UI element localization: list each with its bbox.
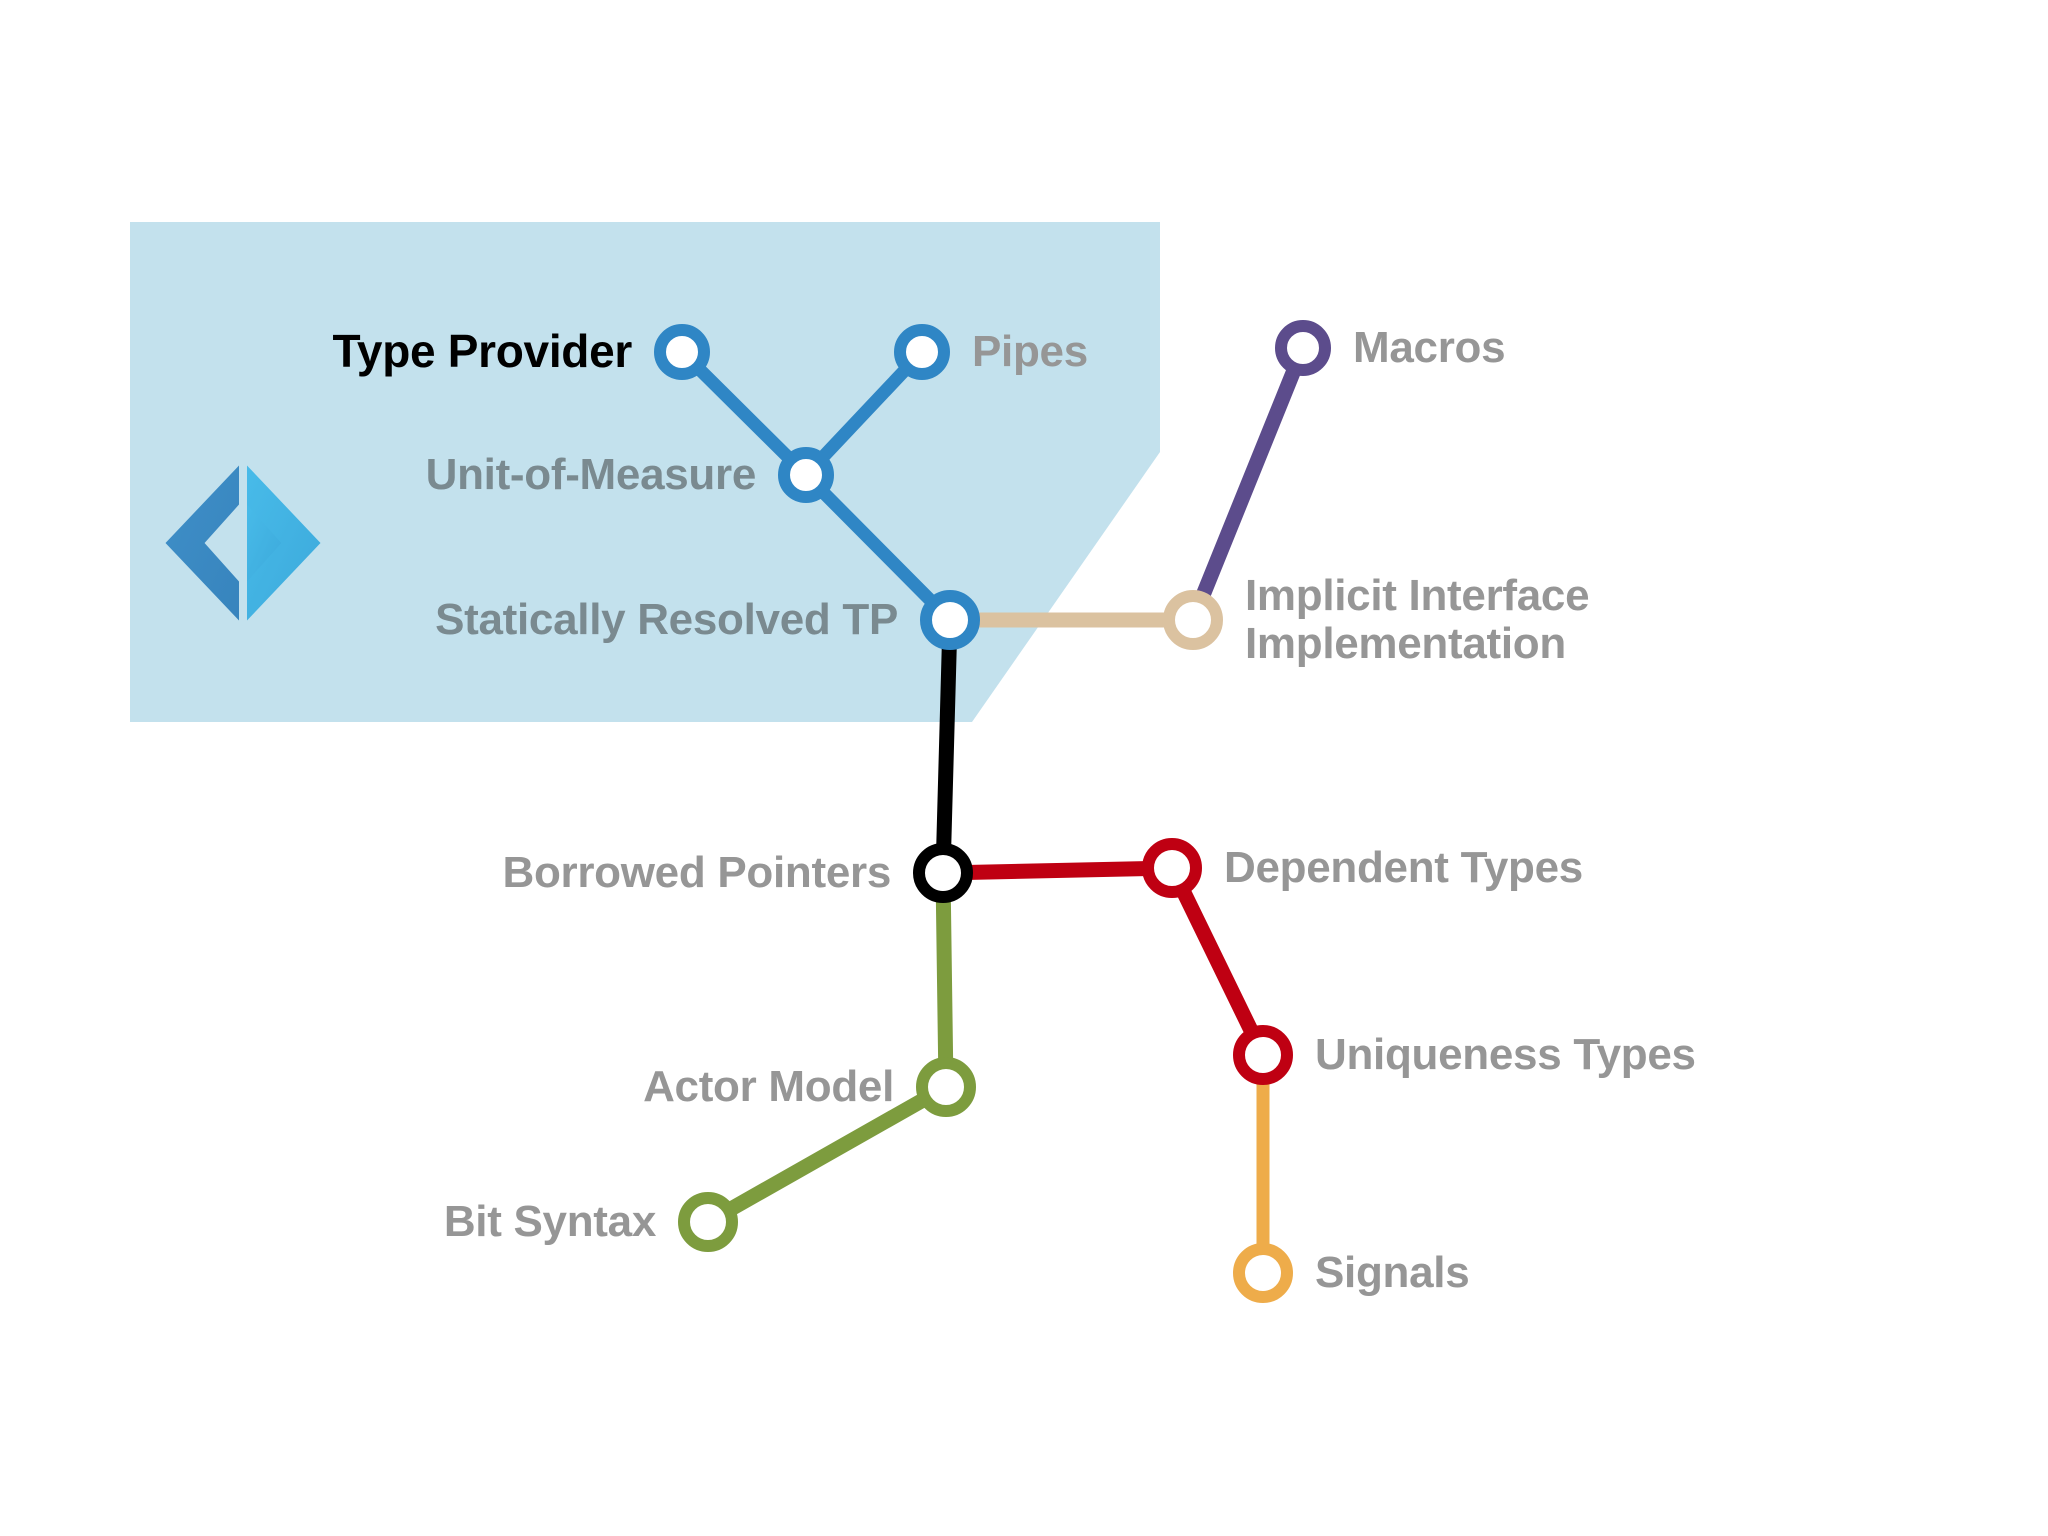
metro-stations	[654, 320, 1331, 1303]
station-label-bit-syntax: Bit Syntax	[443, 1197, 656, 1247]
station-node-macros[interactable]	[1275, 320, 1331, 376]
station-node-unit-of-measure[interactable]	[778, 447, 834, 503]
station-label-borrowed-pointers: Borrowed Pointers	[502, 848, 891, 898]
station-label-actor-model: Actor Model	[643, 1062, 894, 1112]
metro-line-e-pipes-uom	[799, 345, 929, 482]
fsharp-logo-inner-wedge	[247, 504, 282, 582]
station-node-bit-syntax[interactable]	[678, 1192, 738, 1252]
metro-line-e-am-bs	[700, 1079, 954, 1230]
station-node-type-provider[interactable]	[654, 324, 710, 380]
metro-line-e-bp-dt	[935, 860, 1180, 881]
station-node-borrowed-pointers[interactable]	[913, 843, 973, 903]
station-label-type-provider: Type Provider	[332, 325, 633, 378]
fsharp-logo-right-half	[247, 465, 321, 621]
station-label-signals: Signals	[1315, 1248, 1470, 1298]
station-label-unit-of-measure: Unit-of-Measure	[425, 450, 757, 500]
fsharp-logo-left-half	[165, 465, 239, 621]
station-label-pipes: Pipes	[972, 327, 1088, 377]
metro-line-e-bp-am	[935, 865, 954, 1095]
fsharp-logo	[165, 465, 321, 621]
station-label-macros: Macros	[1353, 323, 1506, 373]
metro-line-e-uom-srtp	[799, 468, 957, 627]
metro-line-e-iii-macros	[1185, 340, 1311, 628]
metro-line-e-tp-uom	[675, 345, 813, 482]
station-node-uniqueness-types[interactable]	[1233, 1025, 1293, 1085]
station-label-implicit-interface: Implicit Interface Implementation	[1245, 571, 1590, 668]
station-label-dependent-types: Dependent Types	[1224, 843, 1583, 893]
station-node-implicit-interface[interactable]	[1163, 590, 1223, 650]
station-node-statically-resolved-tp[interactable]	[920, 590, 980, 650]
station-label-statically-resolved-tp: Statically Resolved TP	[435, 595, 898, 645]
station-node-signals[interactable]	[1233, 1243, 1293, 1303]
station-label-uniqueness-types: Uniqueness Types	[1315, 1030, 1696, 1080]
metro-lines	[675, 340, 1311, 1280]
station-node-pipes[interactable]	[894, 324, 950, 380]
station-node-dependent-types[interactable]	[1142, 838, 1202, 898]
metro-line-e-srtp-bp	[935, 612, 958, 881]
station-node-actor-model[interactable]	[916, 1057, 976, 1117]
metro-line-e-dt-ut	[1164, 860, 1271, 1063]
